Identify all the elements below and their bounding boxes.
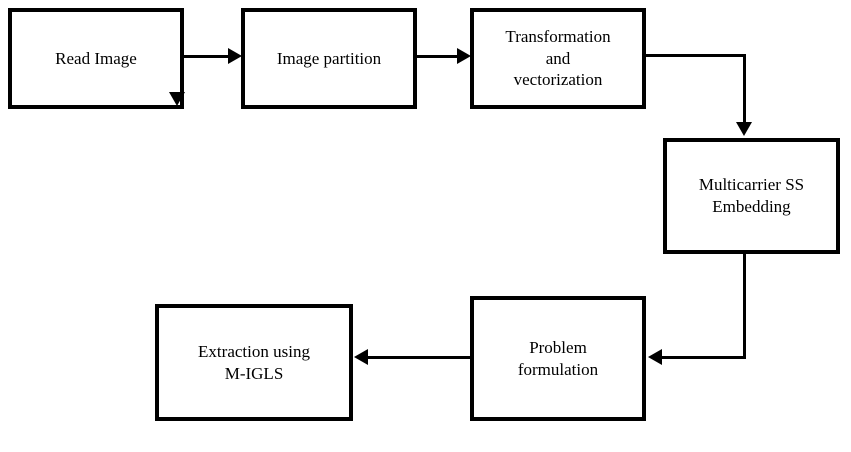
node-multicarrier-ss-embedding[interactable]: Multicarrier SS Embedding [663, 138, 840, 254]
edge-multicarrier-to-problem-horizontal [662, 356, 746, 359]
node-extraction-using-m-igls[interactable]: Extraction using M-IGLS [155, 304, 353, 421]
node-read-image[interactable]: Read Image [8, 8, 184, 109]
node-read-image-label: Read Image [55, 48, 137, 68]
node-transformation-and-vectorization[interactable]: Transformation and vectorization [470, 8, 646, 109]
edge-multicarrier-to-problem-vertical [743, 253, 746, 358]
node-transformation-label: Transformation and vectorization [505, 26, 611, 90]
arrowhead-left-icon [354, 349, 368, 365]
node-multicarrier-label: Multicarrier SS Embedding [698, 175, 805, 216]
arrowhead-right-icon [228, 48, 242, 64]
edge-problem-to-extraction [368, 356, 472, 359]
node-image-partition-label: Image partition [276, 48, 382, 68]
arrowhead-left-icon [648, 349, 662, 365]
arrowhead-down-icon [169, 92, 185, 106]
node-image-partition[interactable]: Image partition [241, 8, 417, 109]
node-problem-formulation[interactable]: Problem formulation [470, 296, 646, 421]
arrowhead-down-icon [736, 122, 752, 136]
edge-transformation-to-multicarrier-vertical [743, 54, 746, 128]
arrowhead-right-icon [457, 48, 471, 64]
edge-read-image-to-image-partition [184, 55, 230, 58]
node-problem-label: Problem formulation [517, 337, 599, 379]
node-extraction-label: Extraction using M-IGLS [198, 341, 310, 383]
edge-image-partition-to-transformation [417, 55, 461, 58]
edge-transformation-to-multicarrier-horizontal [646, 54, 746, 57]
